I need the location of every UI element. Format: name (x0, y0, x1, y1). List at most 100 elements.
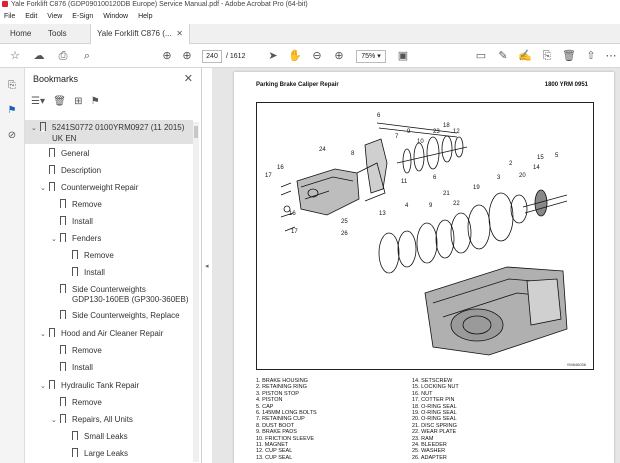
bookmark-item[interactable]: Remove (51, 397, 102, 412)
bookmarks-panel: Bookmarks ✕ ☰▾ 🗑 ⊞ ⚑ ⌄5241S0772 0100YRM0… (25, 68, 202, 463)
attachments-icon[interactable]: ⊘ (7, 130, 17, 141)
bookmark-item[interactable]: ⌄Hydraulic Tank Repair (40, 380, 139, 395)
legend-item: 2. RETAINING RING (256, 384, 307, 391)
attach-file-icon[interactable]: ⎘ (542, 50, 552, 62)
pdf-page: Parking Brake Caliper Repair 1800 YRM 09… (234, 72, 614, 463)
tag-bookmark-icon[interactable]: ⚑ (90, 96, 100, 107)
legend-item: 3. PISTON STOP (256, 390, 299, 397)
bookmark-label: Install (84, 268, 105, 277)
zoom-out-icon[interactable]: ⊖ (312, 50, 322, 62)
bookmark-item[interactable]: ⌄Hood and Air Cleaner Repair (40, 328, 163, 343)
tab-bar: Home Tools Yale Forklift C876 (... ✕ (0, 24, 620, 44)
bookmark-item[interactable]: Remove (63, 250, 114, 265)
bookmark-star-icon[interactable]: ☆ (10, 50, 20, 62)
send-icon[interactable]: ⇧ (586, 50, 596, 62)
bookmark-item[interactable]: Install (63, 267, 105, 282)
delete-icon[interactable]: 🗑 (562, 50, 576, 62)
bookmark-item[interactable]: Remove (51, 199, 102, 214)
bookmark-label: Large Leaks (84, 449, 129, 458)
previous-page-icon[interactable]: ⊕ (162, 50, 172, 62)
new-bookmark-icon[interactable]: ⊞ (74, 96, 83, 107)
bookmark-item[interactable]: ⌄Repairs, All Units (51, 414, 133, 429)
callout-22: 22 (453, 201, 460, 207)
tab-tools[interactable]: Tools (48, 29, 67, 38)
next-page-icon[interactable]: ⊕ (182, 50, 192, 62)
page-number-input[interactable]: 240 (202, 50, 222, 63)
chevron-down-icon[interactable]: ⌄ (31, 125, 37, 132)
close-tab-icon[interactable]: ✕ (176, 29, 183, 38)
menu-view[interactable]: View (47, 13, 63, 20)
hand-tool-icon[interactable]: ✋ (288, 50, 302, 62)
page-thumbnails-icon[interactable]: ⎘ (8, 80, 16, 91)
sign-icon[interactable]: ✍ (518, 50, 532, 62)
tab-document[interactable]: Yale Forklift C876 (... ✕ (90, 24, 190, 44)
bookmark-icon (60, 362, 66, 372)
print-icon[interactable]: ⎙ (58, 50, 68, 62)
bookmark-item[interactable]: General (40, 148, 89, 163)
upload-cloud-icon[interactable]: ☁ (33, 50, 45, 62)
bookmark-item[interactable]: Large Leaks (63, 448, 128, 463)
bookmark-icon (60, 414, 66, 424)
bookmark-label: Side Counterweights, Replace (72, 311, 180, 320)
bookmark-icon (60, 397, 66, 407)
callout-11: 11 (401, 179, 408, 185)
options-menu-icon[interactable]: ☰▾ (31, 96, 45, 107)
callout-16: 16 (277, 165, 284, 171)
bookmark-item[interactable]: Small Leaks (63, 431, 128, 446)
scrollbar-thumb[interactable] (194, 126, 198, 138)
bookmark-icon (72, 448, 78, 458)
menu-esign[interactable]: E-Sign (72, 13, 94, 20)
zoom-level-select[interactable]: 75% ▾ (356, 50, 386, 63)
bookmark-item[interactable]: ⌄5241S0772 0100YRM0927 (11 2015) UK EN (25, 120, 193, 144)
legend-item: 9. BRAKE PADS (256, 429, 297, 436)
menu-file[interactable]: File (4, 13, 16, 20)
bookmark-item[interactable]: ⌄Fenders (51, 233, 101, 248)
chevron-down-icon[interactable]: ⌄ (51, 236, 57, 243)
zoom-in-icon[interactable]: ⊕ (334, 50, 344, 62)
collapse-panel-arrow-icon[interactable]: ◂ (205, 263, 209, 270)
chevron-down-icon[interactable]: ⌄ (51, 417, 57, 424)
bookmark-item[interactable]: Side Counterweights, Replace (51, 310, 180, 325)
legend-item: 17. COTTER PIN (412, 397, 455, 404)
bookmark-label: Remove (72, 398, 102, 407)
tab-home[interactable]: Home (10, 29, 32, 38)
legend-item: 26. ADAPTER (412, 454, 447, 461)
more-tools-icon[interactable]: ⋯ (605, 50, 617, 62)
exploded-view-diagram: 6 7 9 10 23 18 12 24 8 16 17 11 6 2 15 1… (256, 102, 594, 370)
menu-help[interactable]: Help (138, 13, 153, 20)
callout-7: 7 (395, 134, 399, 140)
callout-6-lower: 6 (433, 175, 437, 181)
bookmark-item[interactable]: Remove (51, 345, 102, 360)
bookmark-item[interactable]: Install (51, 362, 93, 377)
bookmarks-icon[interactable]: ⚑ (7, 105, 17, 116)
delete-bookmark-icon[interactable]: 🗑 (53, 96, 66, 107)
highlight-pen-icon[interactable]: ✎ (498, 50, 508, 62)
zoom-level: 75% (361, 53, 376, 60)
bookmarks-scrollbar[interactable] (193, 122, 199, 462)
page-total: / 1612 (226, 53, 246, 60)
legend-item: 8. DUST BOOT (256, 422, 295, 429)
fit-page-icon[interactable]: ▣ (397, 50, 409, 62)
menu-bar: File Edit View E-Sign Window Help (0, 11, 620, 24)
callout-17-lower: 17 (291, 229, 298, 235)
bookmark-item[interactable]: Install (51, 216, 93, 231)
select-cursor-icon[interactable]: ➤ (268, 50, 278, 62)
search-icon[interactable]: ⌕ (83, 50, 91, 62)
chevron-down-icon[interactable]: ⌄ (40, 331, 46, 338)
menu-window[interactable]: Window (103, 13, 129, 20)
parts-legend-right: 14. SETSCREW 15. LOCKING NUT 16. NUT 17.… (412, 378, 459, 461)
window-title: Yale Forklift C876 (GDP090100120DB Europ… (11, 1, 308, 8)
chevron-down-icon[interactable]: ⌄ (40, 185, 46, 192)
chevron-down-icon[interactable]: ⌄ (40, 383, 46, 390)
menu-edit[interactable]: Edit (25, 13, 38, 20)
main-toolbar: ☆ ☁ ⎙ ⌕ ⊕ ⊕ 240 / 1612 ➤ ✋ ⊖ ⊕ 75% ▾ ▣ ▭… (0, 44, 620, 68)
callout-17: 17 (265, 173, 272, 179)
callout-9-lower: 9 (429, 203, 433, 209)
bookmark-item[interactable]: Description (40, 165, 101, 180)
close-panel-icon[interactable]: ✕ (183, 73, 193, 85)
bookmark-icon (40, 122, 46, 132)
comment-icon[interactable]: ▭ (475, 50, 487, 62)
bookmark-item[interactable]: ⌄Counterweight Repair (40, 182, 138, 197)
document-viewer[interactable]: Parking Brake Caliper Repair 1800 YRM 09… (212, 68, 620, 463)
